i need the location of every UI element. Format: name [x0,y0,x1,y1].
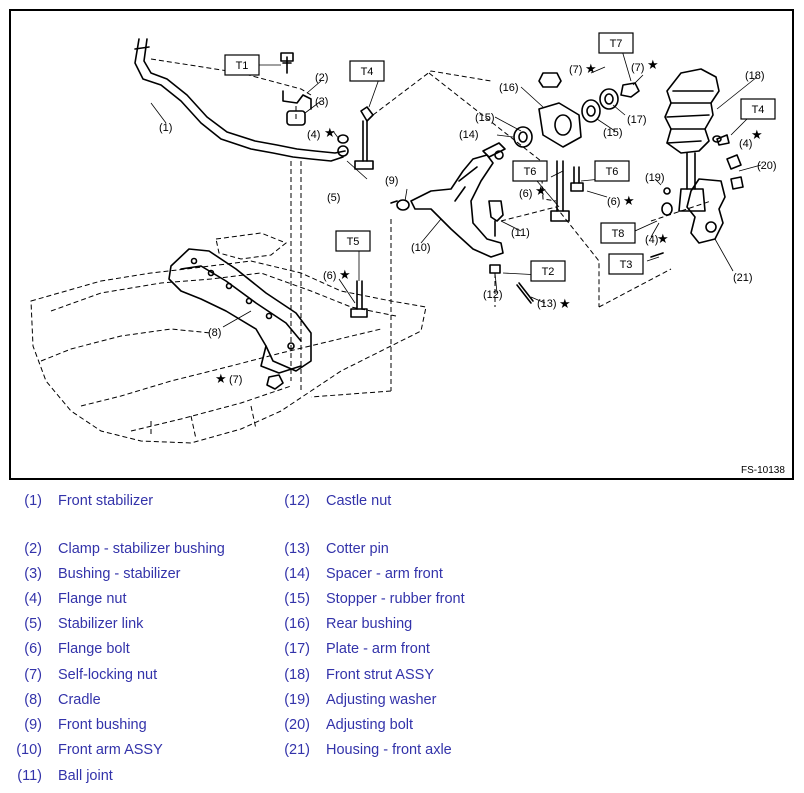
star-icon: ★ [535,183,547,198]
star-icon: ★ [324,125,336,140]
star-icon: ★ [215,371,227,386]
callout-labels: (1) (2) (3) (4) (5) (6) (7) (8) (9) (10)… [159,62,777,386]
star-markers: ★ ★ ★ ★ ★ ★ ★ ★ ★ ★ [215,57,763,386]
self-locking-nuts [266,134,722,390]
figure-id: FS-10138 [741,465,785,476]
callout-6-cradle: (6) [323,270,336,282]
callout-10: (10) [411,242,431,254]
svg-text:T8: T8 [612,228,625,240]
star-icon: ★ [623,193,635,208]
callout-21: (21) [733,272,753,284]
svg-text:T7: T7 [610,38,623,50]
front-stabilizer-bar [134,38,346,391]
suspension-diagram: T1 T4 T4 T5 T7 T6 T6 T2 T8 T3 (1) (2) (3… [30,32,785,476]
callout-7-cradle: (7) [229,374,242,386]
exploded-view-figure: T1 T4 T4 T5 T7 T6 T6 T2 T8 T3 (1) (2) (3… [9,9,794,480]
legend-item: (12)Castle nut [284,493,392,509]
legend-item: (8)Cradle [24,692,101,708]
callout-4-strut: (4) [739,138,752,150]
front-strut-assy [664,68,720,212]
torque-box-t4-link: T4 [349,60,385,82]
callout-4-housing: (4) [645,234,658,246]
legend-item: (5)Stabilizer link [24,616,144,632]
legend-item: (19)Adjusting washer [284,692,437,708]
svg-text:T4: T4 [752,104,765,116]
star-icon: ★ [657,231,669,246]
legend-item: (16)Rear bushing [284,616,413,632]
callout-13: (13) [537,298,557,310]
callout-6-left: (6) [519,188,532,200]
stabilizer-link [337,70,492,170]
flange-bolts [310,160,712,398]
legend-item: (18)Front strut ASSY [284,667,434,683]
star-icon: ★ [585,61,597,76]
star-icon: ★ [647,57,659,72]
parts-legend: (1)Front stabilizer (2)Clamp - stabilize… [0,488,804,793]
legend-item: (13)Cotter pin [284,541,389,557]
callout-2: (2) [315,72,328,84]
torque-box-t1: T1 [224,54,260,76]
callout-8: (8) [208,327,221,339]
torque-box-t8: T8 [600,222,636,244]
torque-box-t6-left: T6 [512,160,548,182]
legend-item: (20)Adjusting bolt [284,717,414,733]
legend-item: (2)Clamp - stabilizer bushing [24,541,225,557]
legend-item: (15)Stopper - rubber front [284,591,465,607]
svg-text:T6: T6 [524,166,537,178]
svg-text:T3: T3 [620,259,633,271]
callout-5: (5) [327,192,340,204]
callout-6-right: (6) [607,196,620,208]
callout-7-plate: (7) [631,62,644,74]
callout-18: (18) [745,70,765,82]
callout-7-bushing: (7) [569,64,582,76]
ball-joint-group [488,200,534,307]
cradle-outline [30,232,427,444]
torque-box-t3: T3 [608,253,644,275]
legend-item: (1)Front stabilizer [24,493,154,509]
callout-20: (20) [757,160,777,172]
callout-14: (14) [459,129,479,141]
clamp-and-bushing [280,52,312,126]
torque-box-t7: T7 [598,32,634,54]
star-icon: ★ [339,267,351,282]
svg-text:T1: T1 [236,60,249,72]
legend-item: (21)Housing - front axle [284,742,452,758]
torque-box-t5: T5 [335,230,371,252]
torque-box-t6-right: T6 [594,160,630,182]
legend-item: (3)Bushing - stabilizer [24,566,181,582]
torque-box-t2: T2 [530,260,566,282]
callout-15-left: (15) [475,112,495,124]
star-icon: ★ [751,127,763,142]
callout-16: (16) [499,82,519,94]
callout-1: (1) [159,122,172,134]
legend-item: (14)Spacer - arm front [284,566,443,582]
callout-9: (9) [385,175,398,187]
callout-12: (12) [483,289,503,301]
legend-item: (6)Flange bolt [24,641,130,657]
housing-front-axle [650,134,744,258]
legend-item: (4)Flange nut [24,591,127,607]
leader-lines [150,46,762,328]
cradle-beam [168,248,312,374]
legend-item: (17)Plate - arm front [284,641,430,657]
svg-text:T5: T5 [347,236,360,248]
front-arm-assy [390,142,506,258]
torque-box-t4-strut: T4 [740,98,776,120]
legend-item: (7)Self-locking nut [24,667,158,683]
callout-15-right: (15) [603,127,623,139]
legend-item: (10)Front arm ASSY [16,742,163,758]
callout-3: (3) [315,96,328,108]
callout-17: (17) [627,114,647,126]
svg-text:T6: T6 [606,166,619,178]
legend-item: (11)Ball joint [17,768,113,784]
callout-4-link: (4) [307,129,320,141]
legend-item: (9)Front bushing [24,717,147,733]
star-icon: ★ [559,296,571,311]
svg-text:T2: T2 [542,266,555,278]
callout-11: (11) [511,227,530,239]
callout-19: (19) [645,172,665,184]
svg-text:T4: T4 [361,66,374,78]
